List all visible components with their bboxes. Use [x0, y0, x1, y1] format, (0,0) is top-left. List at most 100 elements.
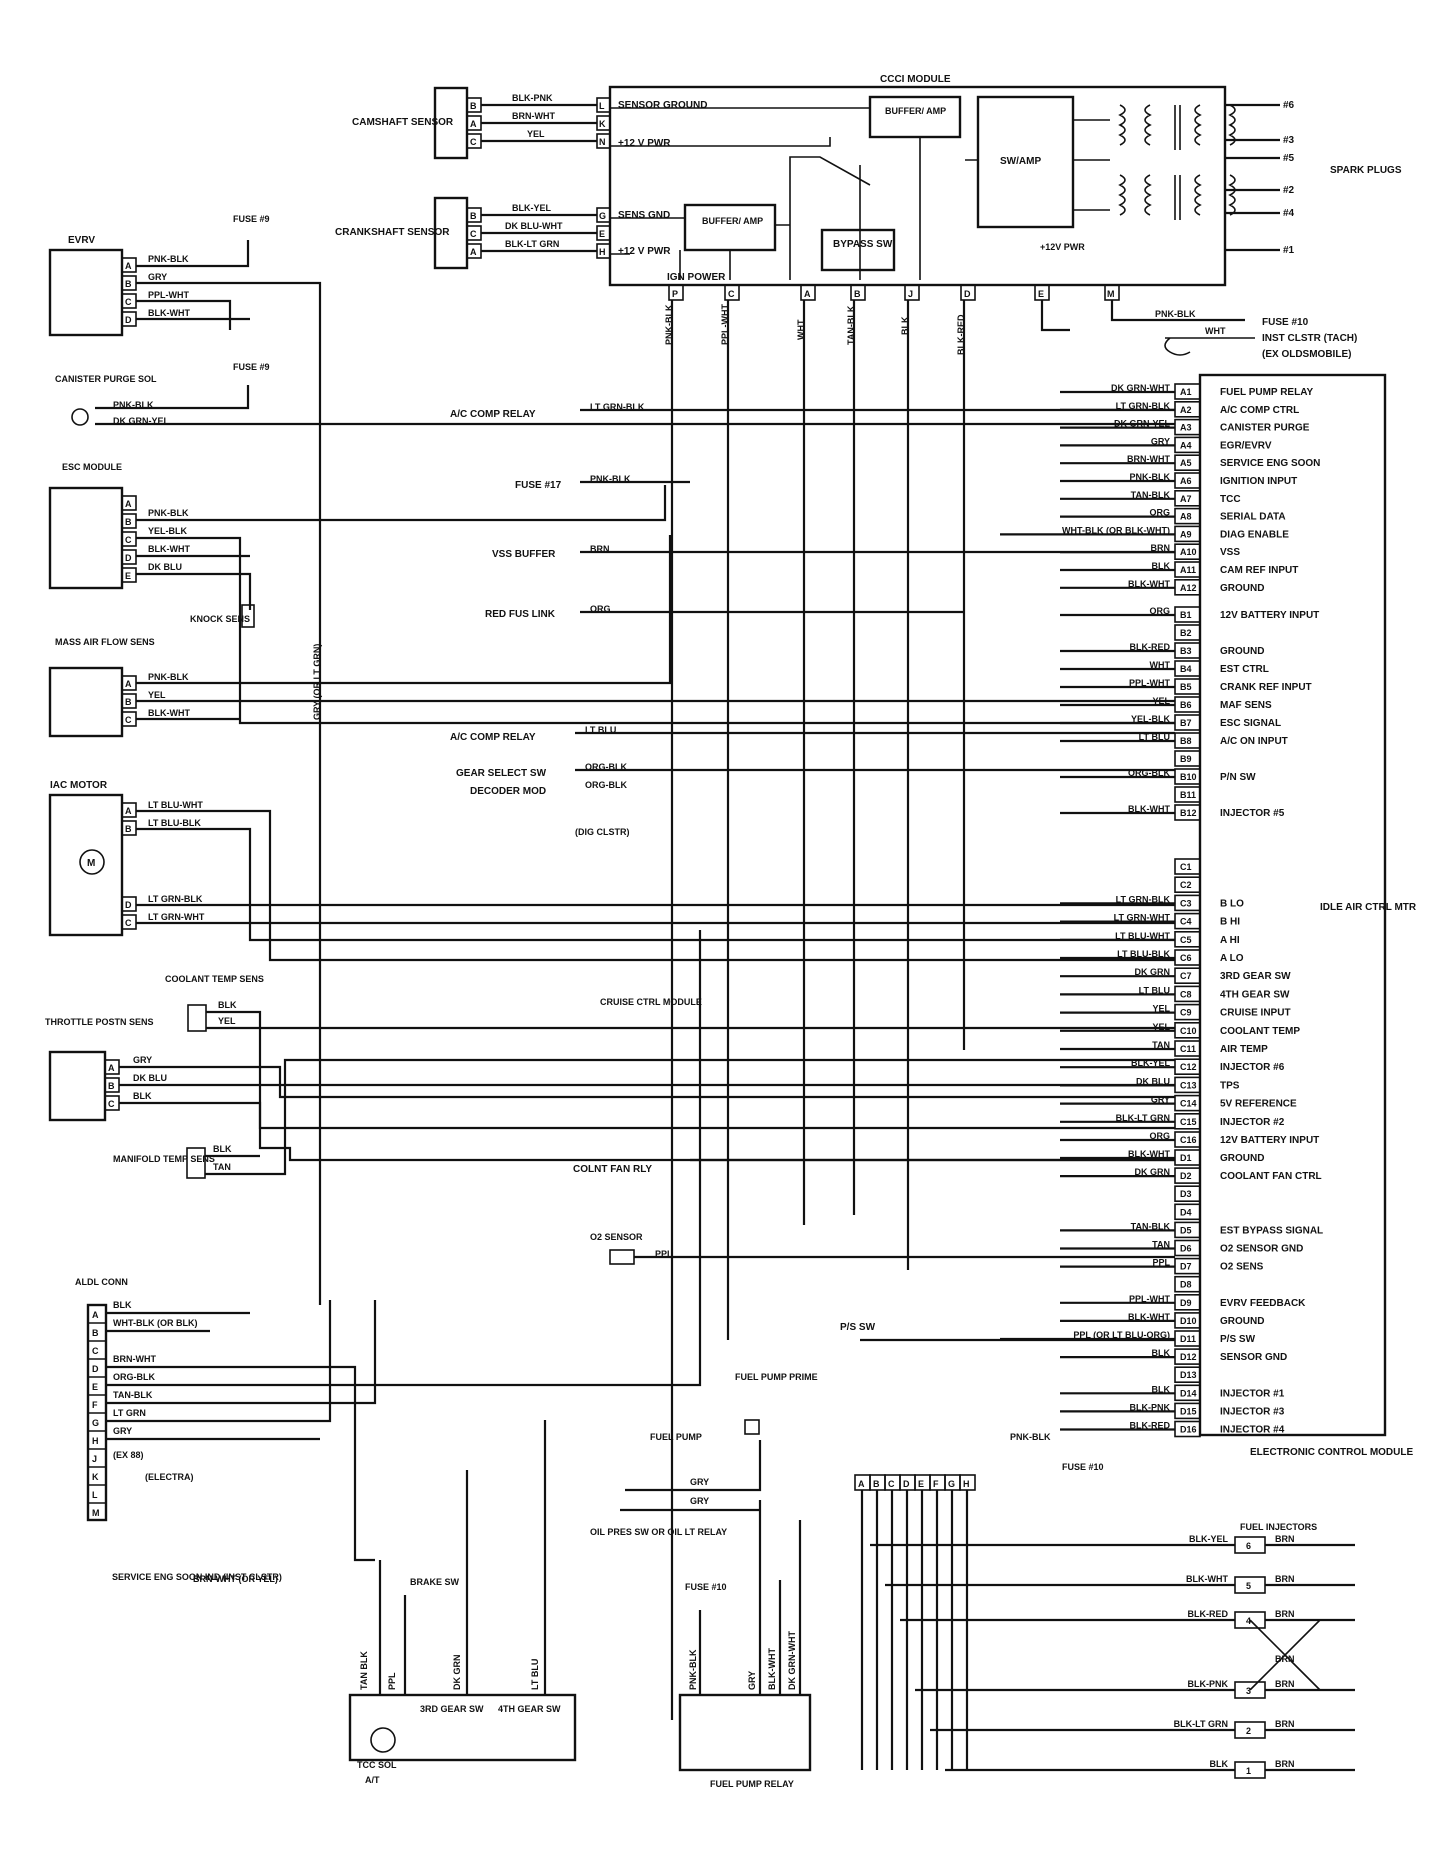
svg-text:P/S SW: P/S SW: [840, 1322, 876, 1333]
svg-text:C: C: [125, 715, 132, 725]
svg-text:J: J: [908, 289, 913, 299]
ecm-pin: D10: [1180, 1316, 1197, 1326]
svg-text:OIL PRES SW OR OIL LT RELAY: OIL PRES SW OR OIL LT RELAY: [590, 1527, 727, 1537]
ecm-function: CANISTER PURGE: [1220, 423, 1310, 434]
svg-text:A/C COMP RELAY: A/C COMP RELAY: [450, 409, 536, 420]
ecm-pin: A1: [1180, 387, 1192, 397]
ecm-pin: C12: [1180, 1062, 1197, 1072]
ecm-function: P/S SW: [1220, 1334, 1256, 1345]
svg-text:ORG-BLK: ORG-BLK: [585, 780, 627, 790]
plug-5: #5: [1283, 153, 1295, 164]
svg-text:FUEL PUMP RELAY: FUEL PUMP RELAY: [710, 1779, 794, 1789]
svg-text:3RD GEAR SW: 3RD GEAR SW: [420, 1704, 484, 1714]
svg-text:C: C: [728, 289, 735, 299]
svg-text:B: B: [125, 824, 132, 834]
ecm-wire-color: ORG-BLK: [1128, 768, 1170, 778]
ecm-pin: A3: [1180, 423, 1192, 433]
ecm-pin: D15: [1180, 1406, 1197, 1416]
inj-conn-pin: B: [873, 1479, 880, 1489]
ecm-row: D13: [1174, 1366, 1201, 1383]
ecm-pin: D16: [1180, 1425, 1197, 1435]
ecm-pin: B2: [1180, 628, 1192, 638]
ecm-function: INJECTOR #5: [1220, 808, 1285, 819]
svg-text:BRN-WHT: BRN-WHT: [113, 1354, 156, 1364]
ecm-function: DIAG ENABLE: [1220, 529, 1289, 540]
svg-text:(EX 88): (EX 88): [113, 1450, 144, 1460]
svg-text:FUSE #9: FUSE #9: [233, 214, 270, 224]
svg-text:ORG-BLK: ORG-BLK: [113, 1372, 155, 1382]
svg-text:YEL: YEL: [148, 690, 166, 700]
injector-number: 2: [1246, 1726, 1251, 1736]
wire: [378, 1420, 547, 1695]
ecm-pin: C6: [1180, 953, 1192, 963]
ecm-pin: D8: [1180, 1280, 1192, 1290]
plug-4: #4: [1283, 208, 1295, 219]
svg-text:PNK-BLK: PNK-BLK: [148, 672, 189, 682]
svg-text:D: D: [125, 315, 132, 325]
svg-text:BLK: BLK: [113, 1300, 132, 1310]
svg-text:INST CLSTR (TACH): INST CLSTR (TACH): [1262, 333, 1357, 344]
svg-text:GRY: GRY: [747, 1671, 757, 1690]
ecm-pin: C8: [1180, 989, 1192, 999]
ecm-pin: C7: [1180, 971, 1192, 981]
svg-text:DK GRN: DK GRN: [452, 1655, 462, 1691]
svg-text:O2 SENSOR: O2 SENSOR: [590, 1232, 643, 1242]
svg-text:H: H: [599, 247, 606, 257]
ecm-pin: D11: [1180, 1334, 1196, 1344]
svg-text:PNK-BLK: PNK-BLK: [664, 304, 674, 345]
injector-wire: BLK-WHT: [1186, 1574, 1228, 1584]
ecm-function: INJECTOR #2: [1220, 1117, 1285, 1128]
injector-number: 6: [1246, 1541, 1251, 1551]
crankshaft-label: CRANKSHAFT SENSOR: [335, 227, 450, 238]
ecm-wire-color: TAN-BLK: [1131, 1221, 1171, 1231]
svg-text:A/C COMP RELAY: A/C COMP RELAY: [450, 732, 536, 743]
ecm-pin: A2: [1180, 405, 1192, 415]
svg-text:TAN BLK: TAN BLK: [359, 1651, 369, 1690]
plug-2: #2: [1283, 185, 1295, 196]
wire: [95, 385, 250, 410]
ecm-pin: C15: [1180, 1117, 1197, 1127]
ecm-wire-color: BLK-PNK: [1130, 1402, 1171, 1412]
ecm-function: 5V REFERENCE: [1220, 1099, 1297, 1110]
ecm-function: TCC: [1220, 494, 1241, 505]
ecm-wire-color: BLK-RED: [1130, 1421, 1171, 1431]
svg-text:B: B: [470, 101, 477, 111]
svg-text:M: M: [1107, 289, 1115, 299]
ecm-function: P/N SW: [1220, 772, 1256, 783]
ecm-pin: B12: [1180, 808, 1197, 818]
svg-text:YEL: YEL: [527, 129, 545, 139]
ecm-function: A/C ON INPUT: [1220, 736, 1288, 747]
ecm-function: CRUISE INPUT: [1220, 1008, 1291, 1019]
svg-text:C: C: [125, 297, 132, 307]
ecm-wire-color: ORG: [1149, 508, 1170, 518]
svg-text:LT BLU-BLK: LT BLU-BLK: [148, 818, 201, 828]
ecm-function: COOLANT TEMP: [1220, 1026, 1300, 1037]
ecm-pin: C13: [1180, 1080, 1197, 1090]
ecm-function: GROUND: [1220, 646, 1264, 657]
svg-text:A: A: [125, 261, 132, 271]
svg-text:GRY: GRY: [113, 1426, 132, 1436]
svg-text:KNOCK SENS: KNOCK SENS: [190, 614, 250, 624]
wire: [136, 535, 672, 685]
ecm-wire-color: LT BLU: [1139, 732, 1170, 742]
ecm-wire-color: YEL: [1152, 1022, 1170, 1032]
ecm-wire-color: BLK-WHT: [1128, 1149, 1170, 1159]
wire: [136, 240, 250, 268]
ecm-pin: A6: [1180, 476, 1192, 486]
